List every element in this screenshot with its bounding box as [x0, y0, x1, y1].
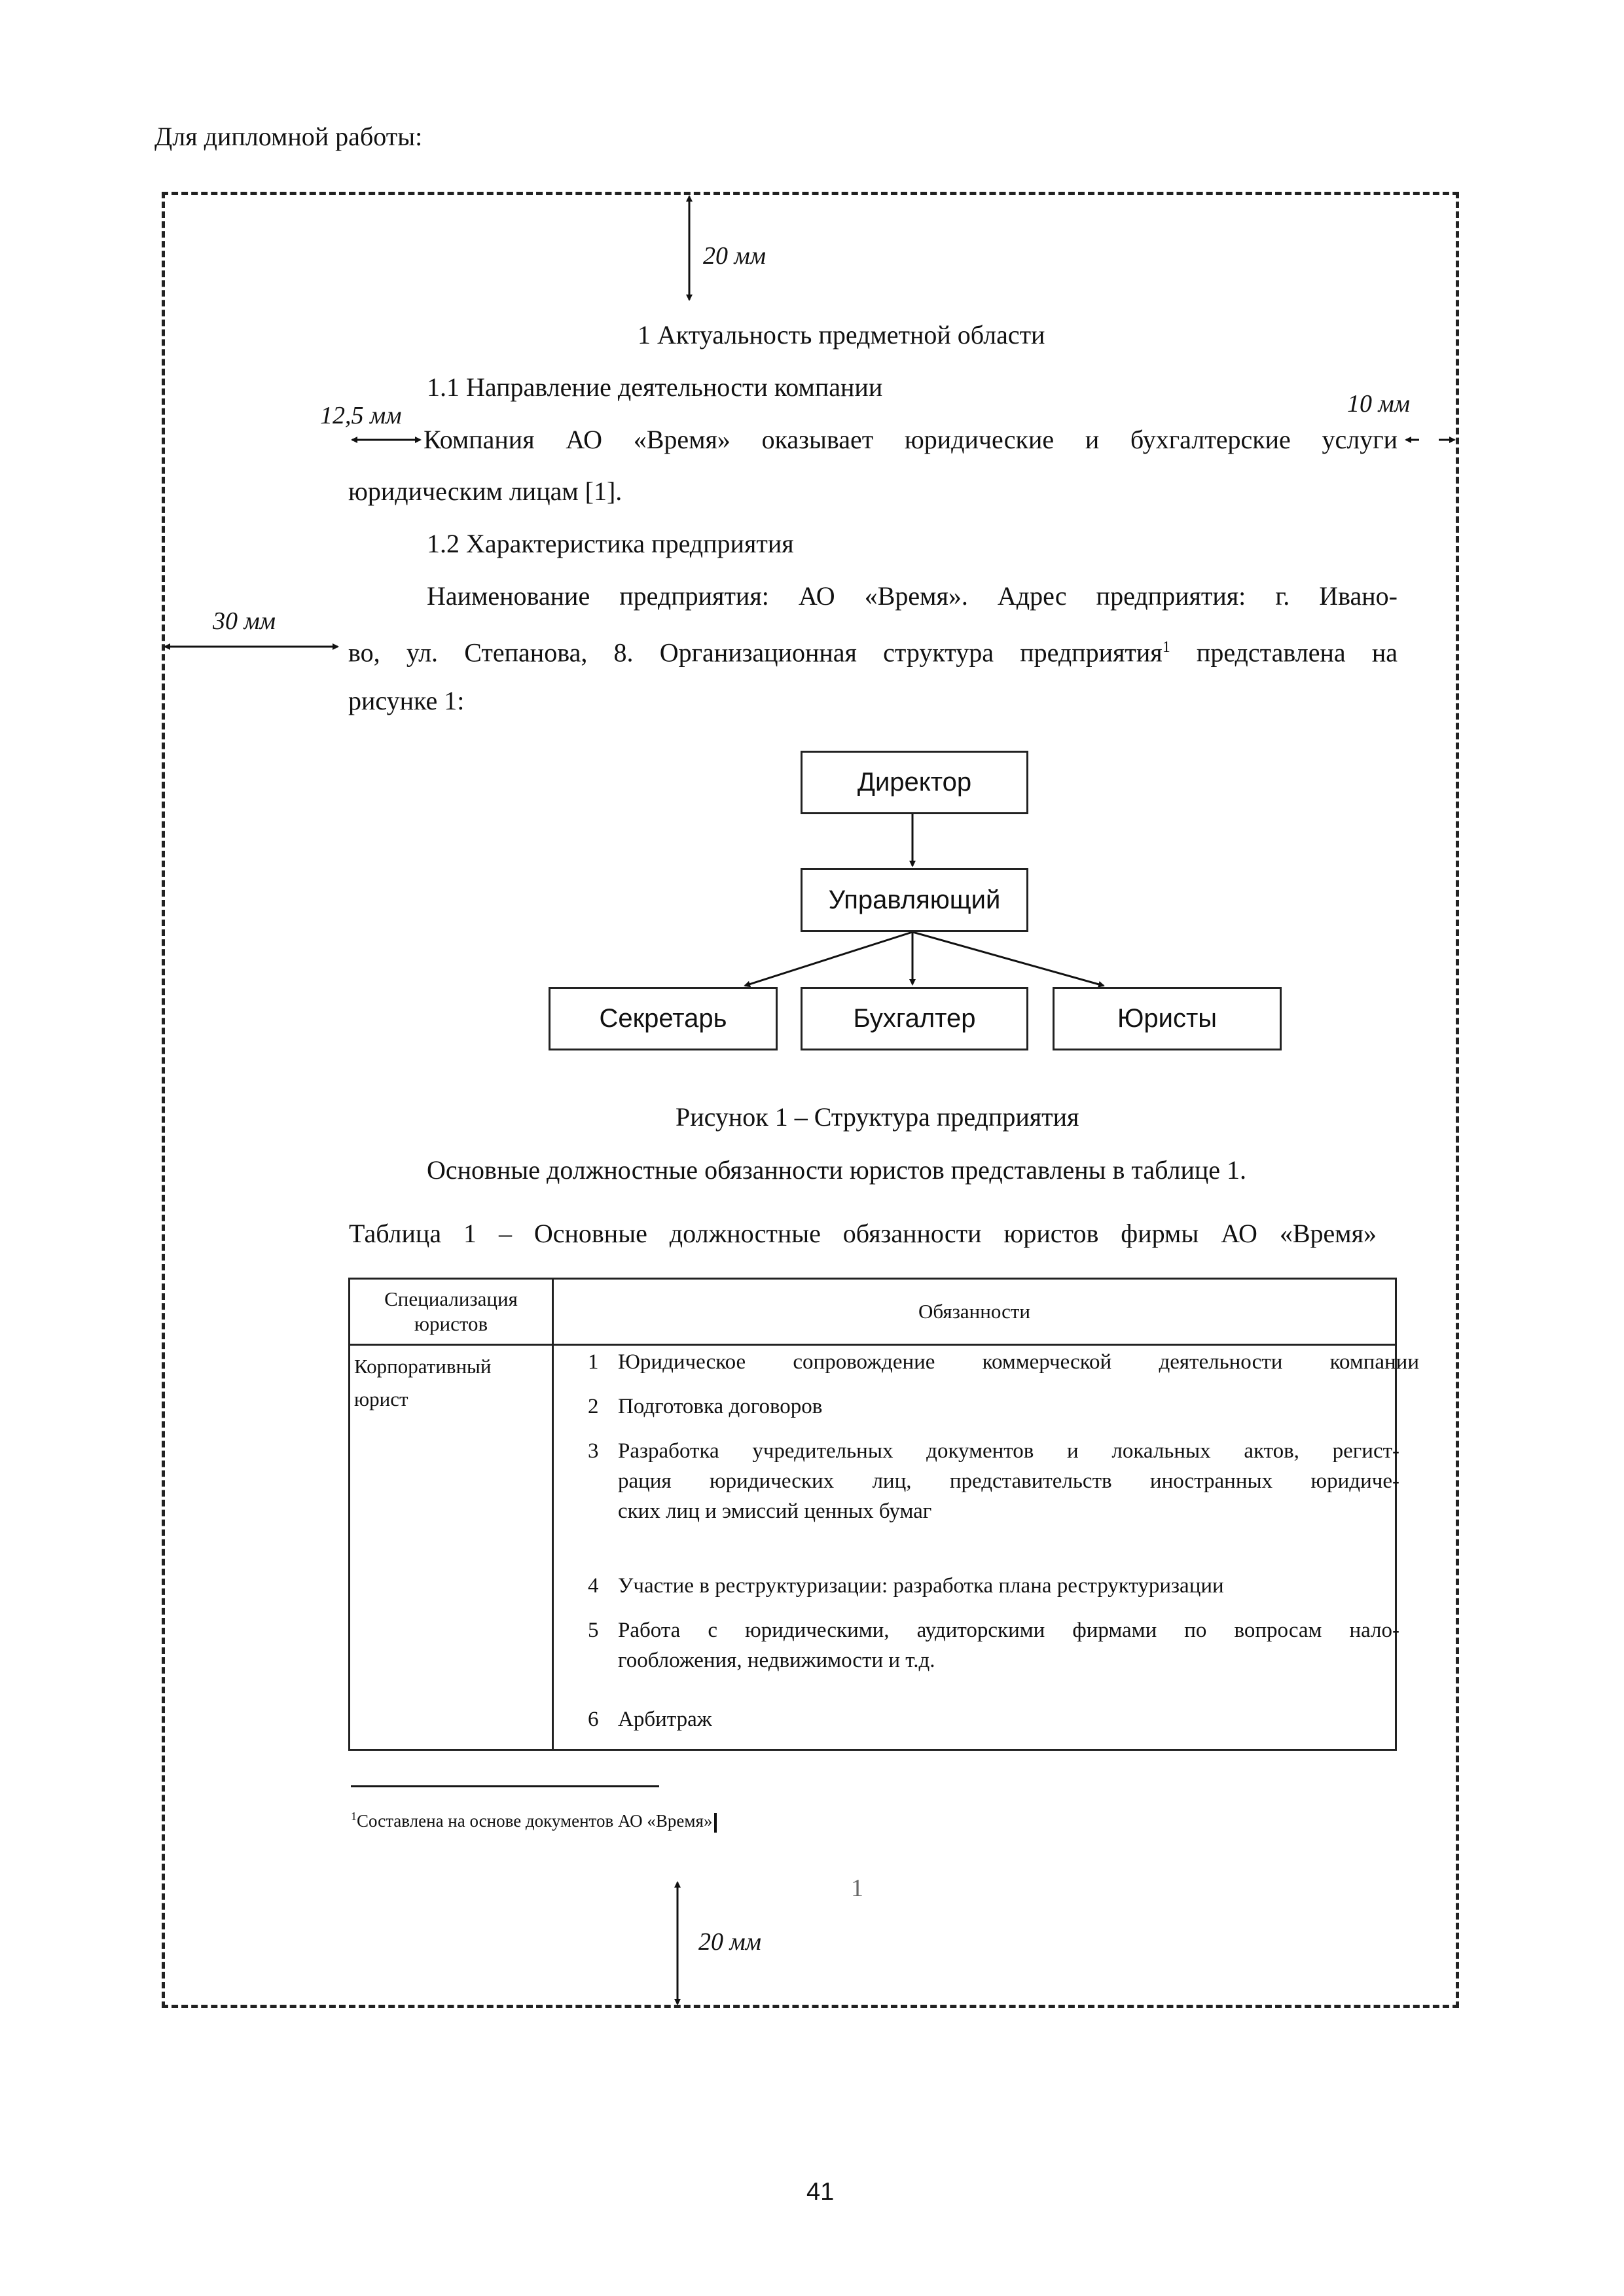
- left-margin-label: 30 мм: [213, 607, 276, 635]
- footnote-ref: 1: [1162, 639, 1170, 656]
- duties-list: 1 Юридическое сопровождение коммерческой…: [588, 1346, 1419, 1749]
- org-label-manager: Управляющий: [828, 885, 1001, 914]
- list-item-text: Арбитраж: [618, 1708, 712, 1731]
- org-box-lawyers: Юристы: [1053, 987, 1282, 1050]
- table-cell-specialization: Корпоративный юрист: [348, 1344, 554, 1751]
- list-item-number: 6: [588, 1708, 599, 1731]
- subsection-1-heading: 1.1 Направление деятельности компании: [427, 372, 883, 402]
- table-row: Корпоративный юрист 1 Юридическое сопров…: [348, 1344, 1419, 1751]
- table-header-row: Специализация юристов Обязанности: [348, 1278, 1397, 1346]
- table-header-specialization: Специализация юристов: [348, 1278, 554, 1346]
- list-item-number: 3: [588, 1439, 599, 1463]
- paragraph-2-line-3: рисунке 1:: [348, 686, 465, 715]
- footnote: 1Составлена на основе документов АО «Вре…: [351, 1805, 717, 1833]
- org-box-accountant: Бухгалтер: [801, 987, 1028, 1050]
- footnote-mark: 1: [351, 1810, 357, 1823]
- page-number: 41: [806, 2178, 835, 2206]
- list-item-text: Работа с юридическими, аудиторскими фирм…: [618, 1619, 1399, 1642]
- table-header-duties-text: Обязанности: [918, 1300, 1030, 1323]
- list-item-text: гообложения, недвижимости и т.д.: [618, 1649, 935, 1672]
- page-frame: [162, 192, 1459, 2008]
- figure-caption: Рисунок 1 – Структура предприятия: [676, 1102, 1079, 1132]
- top-margin-label: 20 мм: [703, 242, 767, 270]
- footnote-text: Составлена на основе документов АО «Врем…: [357, 1811, 713, 1831]
- list-item-number: 1: [588, 1350, 599, 1374]
- right-margin-label: 10 мм: [1347, 390, 1411, 418]
- row-label-line-2: юрист: [354, 1388, 408, 1410]
- paragraph-1-line-2: юридическим лицам [1].: [348, 476, 623, 506]
- org-box-secretary: Секретарь: [549, 987, 778, 1050]
- list-item-text: Участие в реструктуризации: разработка п…: [618, 1574, 1224, 1598]
- inner-page-number: 1: [851, 1874, 863, 1902]
- paragraph-2-line-2: во, ул. Степанова, 8. Организационная ст…: [348, 632, 1398, 668]
- list-item-text: Подготовка договоров: [618, 1395, 823, 1418]
- table-header-specialization-text: Специализация юристов: [384, 1287, 518, 1335]
- list-item-number: 5: [588, 1619, 599, 1642]
- org-label-accountant: Бухгалтер: [853, 1004, 976, 1033]
- table-header-duties: Обязанности: [552, 1278, 1397, 1346]
- paragraph-1-line-1: Компания АО «Время» оказывает юридически…: [424, 425, 1398, 454]
- paragraph-2-line-2-text: во, ул. Степанова, 8. Организационная ст…: [348, 637, 1163, 668]
- connector-manager-lawyers: [912, 931, 1105, 988]
- org-label-lawyers: Юристы: [1117, 1004, 1218, 1033]
- intro-text: Для дипломной работы:: [154, 122, 423, 151]
- bottom-margin-label: 20 мм: [698, 1928, 762, 1956]
- section-heading: 1 Актуальность предметной области: [638, 320, 1045, 350]
- list-item-text: ских лиц и эмиссий ценных бумаг: [618, 1499, 932, 1523]
- paragraph-2-line-2-tail: представлена на: [1170, 637, 1398, 668]
- org-label-secretary: Секретарь: [599, 1004, 727, 1033]
- org-label-director: Директор: [857, 768, 972, 797]
- list-item-text: Разработка учредительных документов и ло…: [618, 1439, 1399, 1463]
- list-item-number: 2: [588, 1395, 599, 1418]
- duties-table: Специализация юристов Обязанности Корпор…: [348, 1278, 1419, 1751]
- row-label-line-1: Корпоративный: [354, 1355, 492, 1378]
- list-item-text: Юридическое сопровождение коммерческой д…: [618, 1350, 1419, 1374]
- connector-manager-secretary: [744, 931, 913, 988]
- paragraph-3: Основные должностные обязанности юристов…: [427, 1155, 1247, 1185]
- paragraph-2-line-1: Наименование предприятия: АО «Время». Ад…: [427, 581, 1398, 611]
- list-item-text: рация юридических лиц, представительств …: [618, 1469, 1399, 1493]
- subsection-2-heading: 1.2 Характеристика предприятия: [427, 529, 794, 558]
- indent-label: 12,5 мм: [320, 402, 402, 429]
- org-box-manager: Управляющий: [801, 868, 1028, 932]
- org-box-director: Директор: [801, 751, 1028, 814]
- table-cell-duties: 1 Юридическое сопровождение коммерческой…: [552, 1344, 1419, 1751]
- text-cursor: [714, 1812, 717, 1833]
- table-caption: Таблица 1 – Основные должностные обязанн…: [349, 1219, 1377, 1248]
- list-item-number: 4: [588, 1574, 599, 1598]
